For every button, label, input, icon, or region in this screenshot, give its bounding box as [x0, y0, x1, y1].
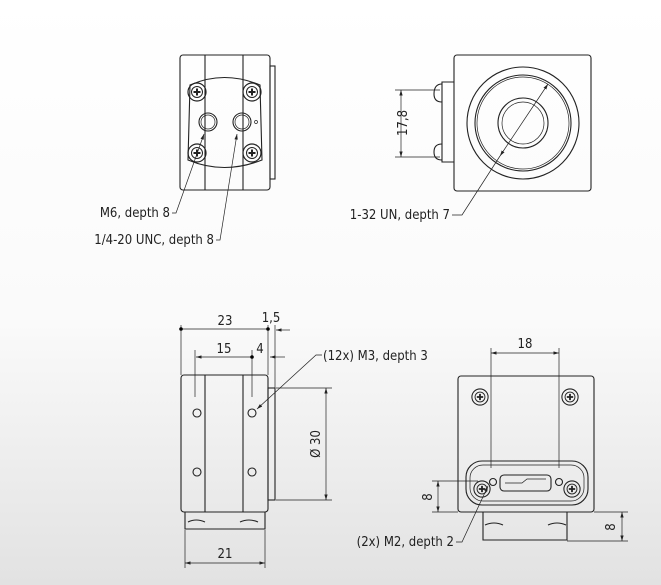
- dim-17-8: 17,8: [396, 110, 411, 136]
- screw-icon: [242, 143, 262, 163]
- bottom-right-view: 18 8 8 (2x) M2, depth 2: [357, 337, 628, 550]
- dim-15: 15: [217, 342, 232, 357]
- dim-1-5: 1,5: [262, 311, 281, 326]
- dim-23: 23: [218, 314, 233, 329]
- dim-4: 4: [256, 342, 263, 357]
- label-1-32-un: 1-32 UN, depth 7: [350, 208, 450, 223]
- screw-icon: [187, 82, 207, 102]
- screw-icon: [561, 388, 579, 406]
- top-right-view: 17,8 1-32 UN, depth 7: [350, 54, 592, 223]
- top-left-view: M6, depth 8 1/4-20 UNC, depth 8: [94, 54, 276, 248]
- screw-icon: [242, 82, 262, 102]
- screw-icon: [473, 480, 491, 498]
- bottom-left-view: 23 1,5 15 4 (12x) M3, depth 3 Ø 30 21: [179, 311, 428, 568]
- screw-icon: [563, 480, 581, 498]
- label-m2: (2x) M2, depth 2: [357, 535, 454, 550]
- label-m3: (12x) M3, depth 3: [323, 349, 428, 364]
- label-m6: M6, depth 8: [100, 206, 170, 221]
- screw-icon: [471, 388, 489, 406]
- usb-port-icon: [499, 474, 552, 492]
- dim-21: 21: [218, 547, 233, 562]
- dim-18: 18: [518, 337, 533, 352]
- dim-8-left: 8: [421, 493, 436, 500]
- dim-diameter-30: Ø 30: [309, 430, 324, 458]
- dim-8-right: 8: [604, 523, 619, 530]
- label-unc: 1/4-20 UNC, depth 8: [94, 233, 214, 248]
